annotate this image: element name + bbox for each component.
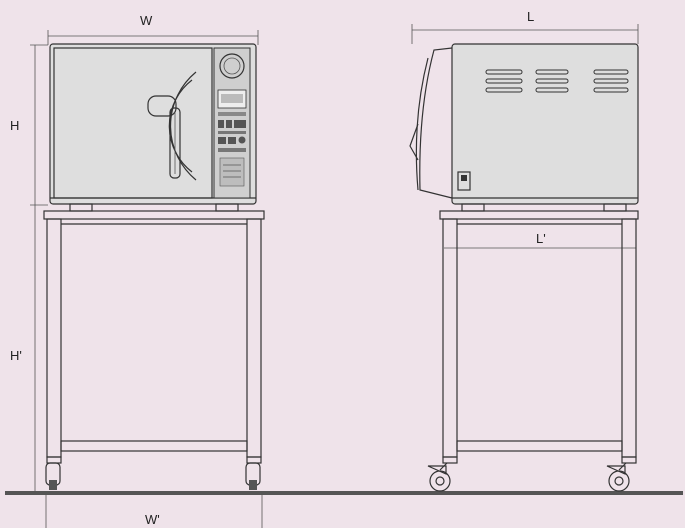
caster-icon (45, 456, 62, 490)
stand-front (43, 210, 265, 490)
front-view: W H H' W' (10, 13, 265, 528)
autoclave-front (49, 43, 257, 205)
stand-length-dimension: L' (444, 231, 636, 249)
autoclave-side (409, 43, 639, 205)
floor-line (5, 491, 683, 495)
length-dimension: L (411, 9, 639, 44)
power-switch-icon (457, 171, 471, 191)
vent-grille (485, 69, 629, 93)
control-panel (213, 47, 251, 199)
height-label: H (10, 118, 19, 133)
caster-icon (245, 456, 262, 490)
width-dimension: W (47, 13, 259, 45)
caster-wheel-icon (606, 456, 637, 492)
stand-width-label: W' (145, 512, 160, 527)
length-label: L (527, 9, 534, 24)
side-view: L (409, 9, 639, 492)
stand-height-label: H' (10, 348, 22, 363)
width-label: W (140, 13, 153, 28)
label-plate (219, 157, 245, 187)
panel-buttons (218, 112, 246, 152)
stand-side (427, 210, 639, 492)
stand-height-dimension: H' (10, 205, 36, 491)
pressure-gauge-icon (219, 53, 245, 79)
height-dimension: H (10, 44, 48, 206)
caster-wheel-icon (427, 456, 458, 492)
stand-length-label: L' (536, 231, 546, 246)
stand-width-dimension: W' (45, 495, 263, 528)
